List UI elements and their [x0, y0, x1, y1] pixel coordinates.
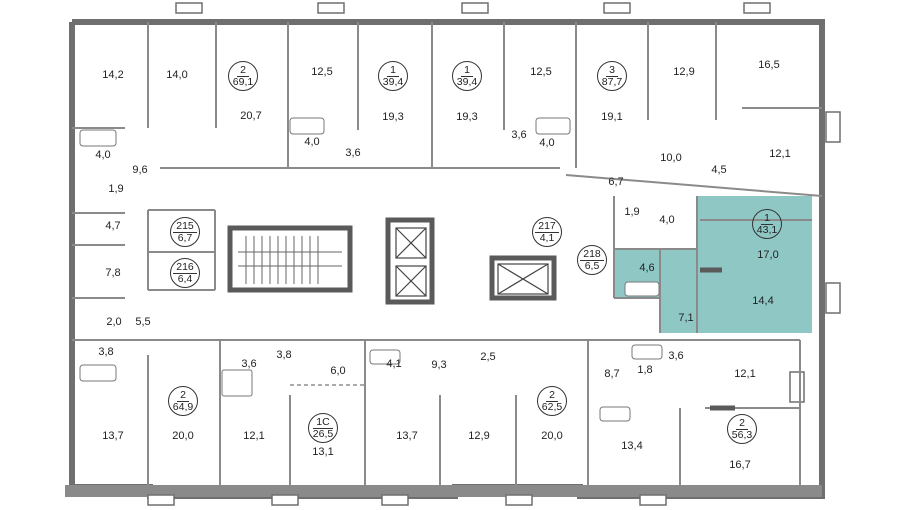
room-area: 12,9	[468, 430, 490, 442]
bath-fixtures	[79, 117, 663, 422]
room-area: 20,0	[541, 430, 563, 442]
room-area: 1,8	[637, 364, 653, 376]
room-area: 13,7	[396, 430, 418, 442]
room-area: 20,0	[172, 430, 194, 442]
room-area: 10,0	[660, 152, 682, 164]
room-area: 20,7	[240, 110, 262, 122]
room-area: 12,5	[530, 66, 552, 78]
room-area: 9,3	[431, 359, 447, 371]
room-area: 2,0	[106, 316, 122, 328]
room-area: 6,7	[608, 176, 624, 188]
room-area: 3,6	[511, 129, 527, 141]
room-area: 4,0	[304, 136, 320, 148]
room-area: 12,1	[243, 430, 265, 442]
room-area: 12,1	[734, 368, 756, 380]
room-area: 12,9	[673, 66, 695, 78]
room-area: 5,5	[135, 316, 151, 328]
room-area: 4,5	[711, 164, 727, 176]
room-area: 2,5	[480, 351, 496, 363]
room-area: 4,0	[659, 214, 675, 226]
room-area: 3,8	[276, 349, 292, 361]
room-area: 17,0	[757, 249, 779, 261]
room-area: 4,1	[386, 358, 402, 370]
room-area: 19,3	[456, 111, 478, 123]
room-area: 12,1	[769, 148, 791, 160]
elevators	[395, 227, 549, 297]
room-area: 14,0	[166, 69, 188, 81]
room-area: 7,8	[105, 267, 121, 279]
room-area: 3,8	[98, 346, 114, 358]
room-area: 4,0	[539, 137, 555, 149]
room-area: 4,0	[95, 149, 111, 161]
room-area: 3,6	[668, 350, 684, 362]
room-area: 3,6	[241, 358, 257, 370]
room-area: 13,1	[312, 446, 334, 458]
ground-wall	[65, 485, 822, 497]
room-area: 3,6	[345, 147, 361, 159]
thick-walls	[227, 217, 735, 411]
room-area: 6,0	[330, 365, 346, 377]
room-area: 9,6	[132, 164, 148, 176]
room-area: 13,7	[102, 430, 124, 442]
room-area: 14,4	[752, 295, 774, 307]
room-area: 8,7	[604, 368, 620, 380]
stairs	[238, 236, 342, 284]
room-area: 7,1	[678, 312, 694, 324]
windows	[147, 2, 841, 506]
room-area: 12,5	[311, 66, 333, 78]
room-area: 16,7	[729, 459, 751, 471]
room-area: 4,6	[639, 262, 655, 274]
room-area: 4,7	[105, 220, 121, 232]
room-area: 1,9	[624, 206, 640, 218]
room-area: 13,4	[621, 440, 643, 452]
room-area: 16,5	[758, 59, 780, 71]
interior-walls	[72, 22, 823, 487]
room-area: 19,3	[382, 111, 404, 123]
room-area: 1,9	[108, 183, 124, 195]
room-area: 19,1	[601, 111, 623, 123]
room-area: 14,2	[102, 69, 124, 81]
